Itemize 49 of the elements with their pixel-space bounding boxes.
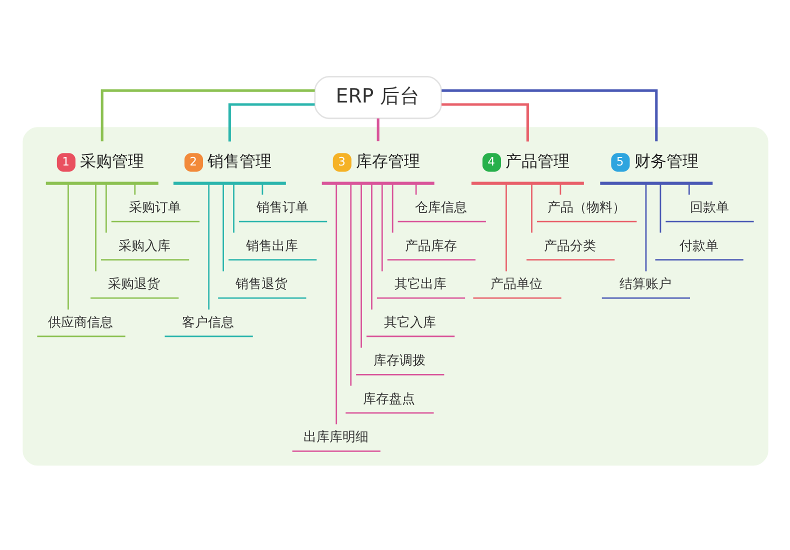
connector (335, 183, 337, 424)
node-text: 产品（物料） (546, 200, 625, 215)
connector (67, 182, 68, 310)
node-text: 出库库明细 (302, 430, 368, 445)
node-text: 销售订单 (256, 200, 308, 215)
connector (105, 183, 106, 232)
connector (360, 182, 362, 348)
node-text: 供应商信息 (48, 314, 113, 330)
connector (228, 102, 314, 142)
connector (559, 183, 561, 194)
node-text: 库存调拨 (372, 353, 425, 368)
node-text: 销售出库 (245, 238, 298, 254)
node-text: 产品单位 (490, 276, 542, 292)
connector (644, 183, 646, 271)
node-text: 其它出库 (394, 276, 446, 292)
node-text: 客户信息 (182, 314, 234, 330)
connector (232, 183, 234, 232)
connector (414, 183, 416, 194)
connector (659, 183, 661, 232)
cluster (22, 126, 768, 466)
connector (350, 183, 352, 386)
node-text: 付款单 (679, 238, 718, 254)
node-text: 产品分类 (543, 238, 596, 254)
node-text: 仓库信息 (414, 200, 467, 215)
connector (208, 182, 209, 310)
connector (100, 88, 314, 141)
connector (530, 183, 532, 232)
connector (94, 183, 96, 271)
connector (505, 183, 506, 271)
node-text: 采购订单 (128, 200, 180, 215)
connector (441, 102, 528, 142)
node-text: 其它入库 (383, 314, 436, 330)
connector (222, 183, 224, 271)
connector (134, 183, 136, 194)
connector (376, 118, 379, 141)
node-text: 销售退货 (234, 276, 287, 292)
connector (380, 183, 382, 271)
node-text: 结算账户 (618, 276, 671, 292)
connector (441, 88, 658, 141)
node-text: 库存盘点 (362, 391, 415, 406)
node-text: 采购入库 (118, 238, 170, 254)
node-box: ERP 后台 (314, 75, 442, 119)
connector (688, 183, 690, 194)
node-text: 采购退货 (107, 276, 160, 292)
node-text: 回款单 (690, 200, 729, 215)
connector (261, 183, 263, 194)
connector (370, 182, 372, 310)
connector (391, 183, 393, 232)
node-text: 产品库存 (404, 238, 456, 254)
